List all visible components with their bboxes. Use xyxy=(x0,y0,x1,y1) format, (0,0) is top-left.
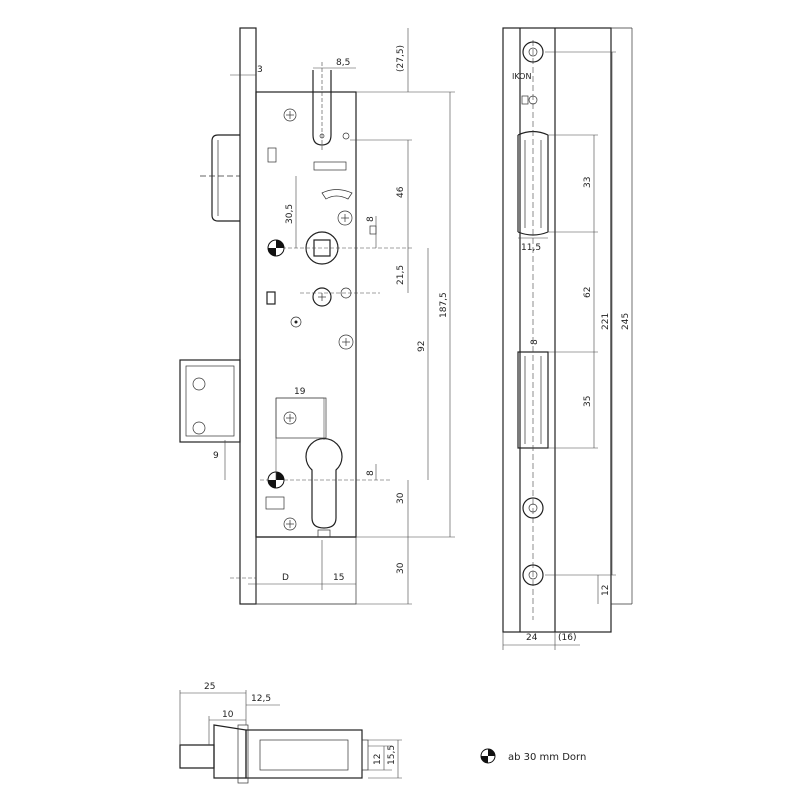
latch-bolt xyxy=(211,134,240,222)
dim-15: 15 xyxy=(333,573,344,583)
dim-8-bottom: 8 xyxy=(366,470,376,476)
centre-mark-icon xyxy=(267,239,285,257)
dim-62: 62 xyxy=(583,287,593,298)
dim-24: 24 xyxy=(526,633,538,643)
legend: ab 30 mm Dorn xyxy=(480,748,586,764)
dim-30-mid: 30 xyxy=(396,492,406,504)
dim-221: 221 xyxy=(601,313,611,330)
dim-35: 35 xyxy=(583,396,593,407)
latch-opening xyxy=(517,130,549,236)
dim-25: 25 xyxy=(204,682,215,692)
dim-30-5: 30,5 xyxy=(285,204,295,224)
dim-245: 245 xyxy=(621,313,631,330)
dim-92: 92 xyxy=(417,341,427,352)
side-view: 25 12,5 10 12 15,5 xyxy=(179,682,402,784)
dim-21-5: 21,5 xyxy=(396,265,406,285)
dim-9: 9 xyxy=(213,451,219,461)
lock-case xyxy=(255,91,357,538)
dim-11-5: 11,5 xyxy=(521,243,541,253)
faceplate-view: IKON 33 11,5 xyxy=(502,27,633,650)
dim-8-5: 8,5 xyxy=(336,58,350,68)
dim-16: (16) xyxy=(558,633,576,643)
dim-8-faceplate: 8 xyxy=(530,339,540,345)
faceplate-outer xyxy=(502,27,612,633)
dim-12-5: 12,5 xyxy=(251,694,271,704)
dim-12-side: 12 xyxy=(373,754,383,765)
centre-mark-icon xyxy=(480,748,496,764)
dim-12: 12 xyxy=(601,585,611,596)
dim-33: 33 xyxy=(583,177,593,188)
forend-plate xyxy=(239,27,257,605)
dim-46: 46 xyxy=(396,186,406,198)
dim-27-5: (27,5) xyxy=(396,45,406,72)
dim-8-top: 8 xyxy=(366,216,376,222)
dim-10: 10 xyxy=(222,710,234,720)
dim-187-5: 187,5 xyxy=(439,292,449,318)
dim-30-low: 30 xyxy=(396,562,406,574)
legend-text: ab 30 mm Dorn xyxy=(508,752,586,763)
dim-3: 3 xyxy=(257,65,263,75)
profile-cylinder-cutout xyxy=(305,438,343,529)
lock-body-view: 3 8,5 (27,5) 46 30,5 8 21,5 187,5 92 19 … xyxy=(179,27,455,605)
dead-bolt xyxy=(179,359,241,443)
dim-15-5: 15,5 xyxy=(387,745,397,765)
dim-19: 19 xyxy=(294,387,306,397)
dimension-lines xyxy=(200,28,455,605)
dim-D: D xyxy=(282,573,289,583)
svg-text:IKON: IKON xyxy=(512,72,531,81)
